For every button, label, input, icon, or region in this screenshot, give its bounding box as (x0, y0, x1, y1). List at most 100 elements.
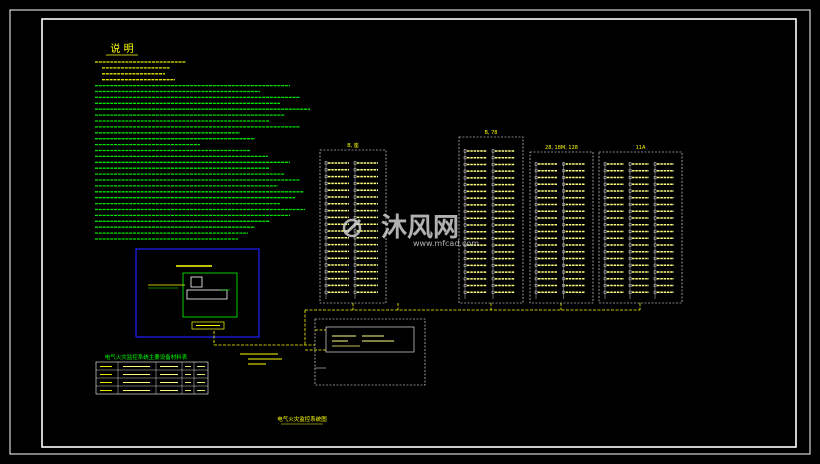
monitor-module (491, 210, 515, 213)
monitor-module (491, 230, 515, 234)
notes-heading: 说 明 (110, 42, 133, 55)
monitor-module (491, 263, 515, 267)
monitor-module (653, 176, 674, 179)
distribution-cabinet (240, 318, 426, 386)
outer-frame (9, 9, 811, 455)
monitor-module (463, 176, 487, 180)
floor-block: B, 座 (319, 142, 387, 304)
monitor-module (463, 257, 487, 261)
monitor-module (324, 202, 349, 206)
watermark-text: 沐风网 (381, 213, 459, 243)
monitor-module (353, 263, 378, 267)
floor-block-label: B, 78 (485, 130, 498, 136)
monitor-module (324, 263, 349, 267)
monitor-module (534, 290, 558, 294)
monitor-module (463, 284, 487, 287)
monitor-module (628, 223, 649, 227)
monitor-module (353, 195, 378, 199)
monitor-module (628, 250, 649, 254)
monitor-module (562, 216, 585, 220)
monitor-module (324, 256, 349, 260)
monitor-module (491, 169, 515, 173)
monitor-module (628, 243, 649, 247)
monitor-module (491, 156, 515, 160)
monitor-module (562, 290, 585, 294)
monitor-module (562, 176, 585, 179)
floor-block-label: B, 座 (347, 142, 359, 149)
monitor-module (491, 243, 515, 247)
monitor-module (603, 203, 624, 206)
monitor-module (562, 209, 585, 213)
monitor-module (324, 209, 349, 212)
monitor-module (463, 210, 487, 213)
monitor-module (653, 290, 674, 294)
floor-block-label: 11A (636, 145, 646, 151)
monitor-module (534, 189, 558, 193)
monitor-module (491, 290, 515, 294)
monitor-module (353, 256, 378, 260)
monitor-module (603, 162, 624, 166)
monitor-module (324, 236, 349, 240)
monitor-module (491, 284, 515, 287)
monitor-module (353, 168, 378, 172)
monitor-module (534, 257, 558, 260)
monitor-module (324, 284, 349, 287)
monitor-module (491, 203, 515, 207)
monitor-module (562, 277, 585, 281)
monitoring-host-panel (135, 248, 260, 338)
monitor-module (491, 257, 515, 261)
monitor-module (491, 196, 515, 200)
monitor-module (491, 189, 515, 193)
monitor-module (603, 263, 624, 267)
monitor-module (653, 182, 674, 186)
monitor-module (534, 162, 558, 166)
monitor-module (628, 209, 649, 213)
monitor-module (562, 182, 585, 186)
monitor-module (463, 263, 487, 267)
monitor-module (324, 181, 349, 185)
monitor-module (653, 270, 674, 274)
monitor-module (653, 223, 674, 227)
monitor-module (603, 189, 624, 193)
monitor-module (534, 284, 558, 287)
monitor-module (653, 162, 674, 166)
monitor-module (491, 250, 515, 254)
monitor-module (628, 290, 649, 294)
monitor-module (324, 290, 349, 294)
monitor-module (562, 236, 585, 240)
monitor-module (534, 176, 558, 179)
monitor-module (562, 250, 585, 254)
monitor-module (534, 250, 558, 254)
monitor-module (603, 216, 624, 220)
monitor-module (603, 196, 624, 200)
monitor-module (653, 263, 674, 267)
floor-block: 11A (598, 145, 683, 304)
monitor-module (534, 230, 558, 233)
monitor-module (653, 230, 674, 233)
monitor-module (353, 249, 378, 253)
monitor-module (463, 270, 487, 274)
monitor-module (324, 243, 349, 246)
watermark: 沐风网 www.mfcad.com (342, 213, 479, 248)
monitor-module (463, 149, 487, 153)
monitor-module (628, 203, 649, 206)
monitor-module (534, 203, 558, 206)
monitor-module (353, 290, 378, 294)
monitor-module (463, 189, 487, 193)
monitor-module (628, 182, 649, 186)
monitor-module (603, 290, 624, 294)
monitor-module (628, 270, 649, 274)
monitor-module (491, 183, 515, 187)
monitor-module (628, 216, 649, 220)
monitor-module (628, 236, 649, 240)
monitor-module (562, 270, 585, 274)
monitor-module (653, 209, 674, 213)
monitor-module (603, 236, 624, 240)
bus-wiring (213, 303, 641, 369)
monitor-module (628, 277, 649, 281)
monitor-module (463, 290, 487, 294)
monitor-module (562, 257, 585, 260)
monitor-module (562, 196, 585, 200)
monitor-module (562, 162, 585, 166)
monitor-module (353, 181, 378, 185)
